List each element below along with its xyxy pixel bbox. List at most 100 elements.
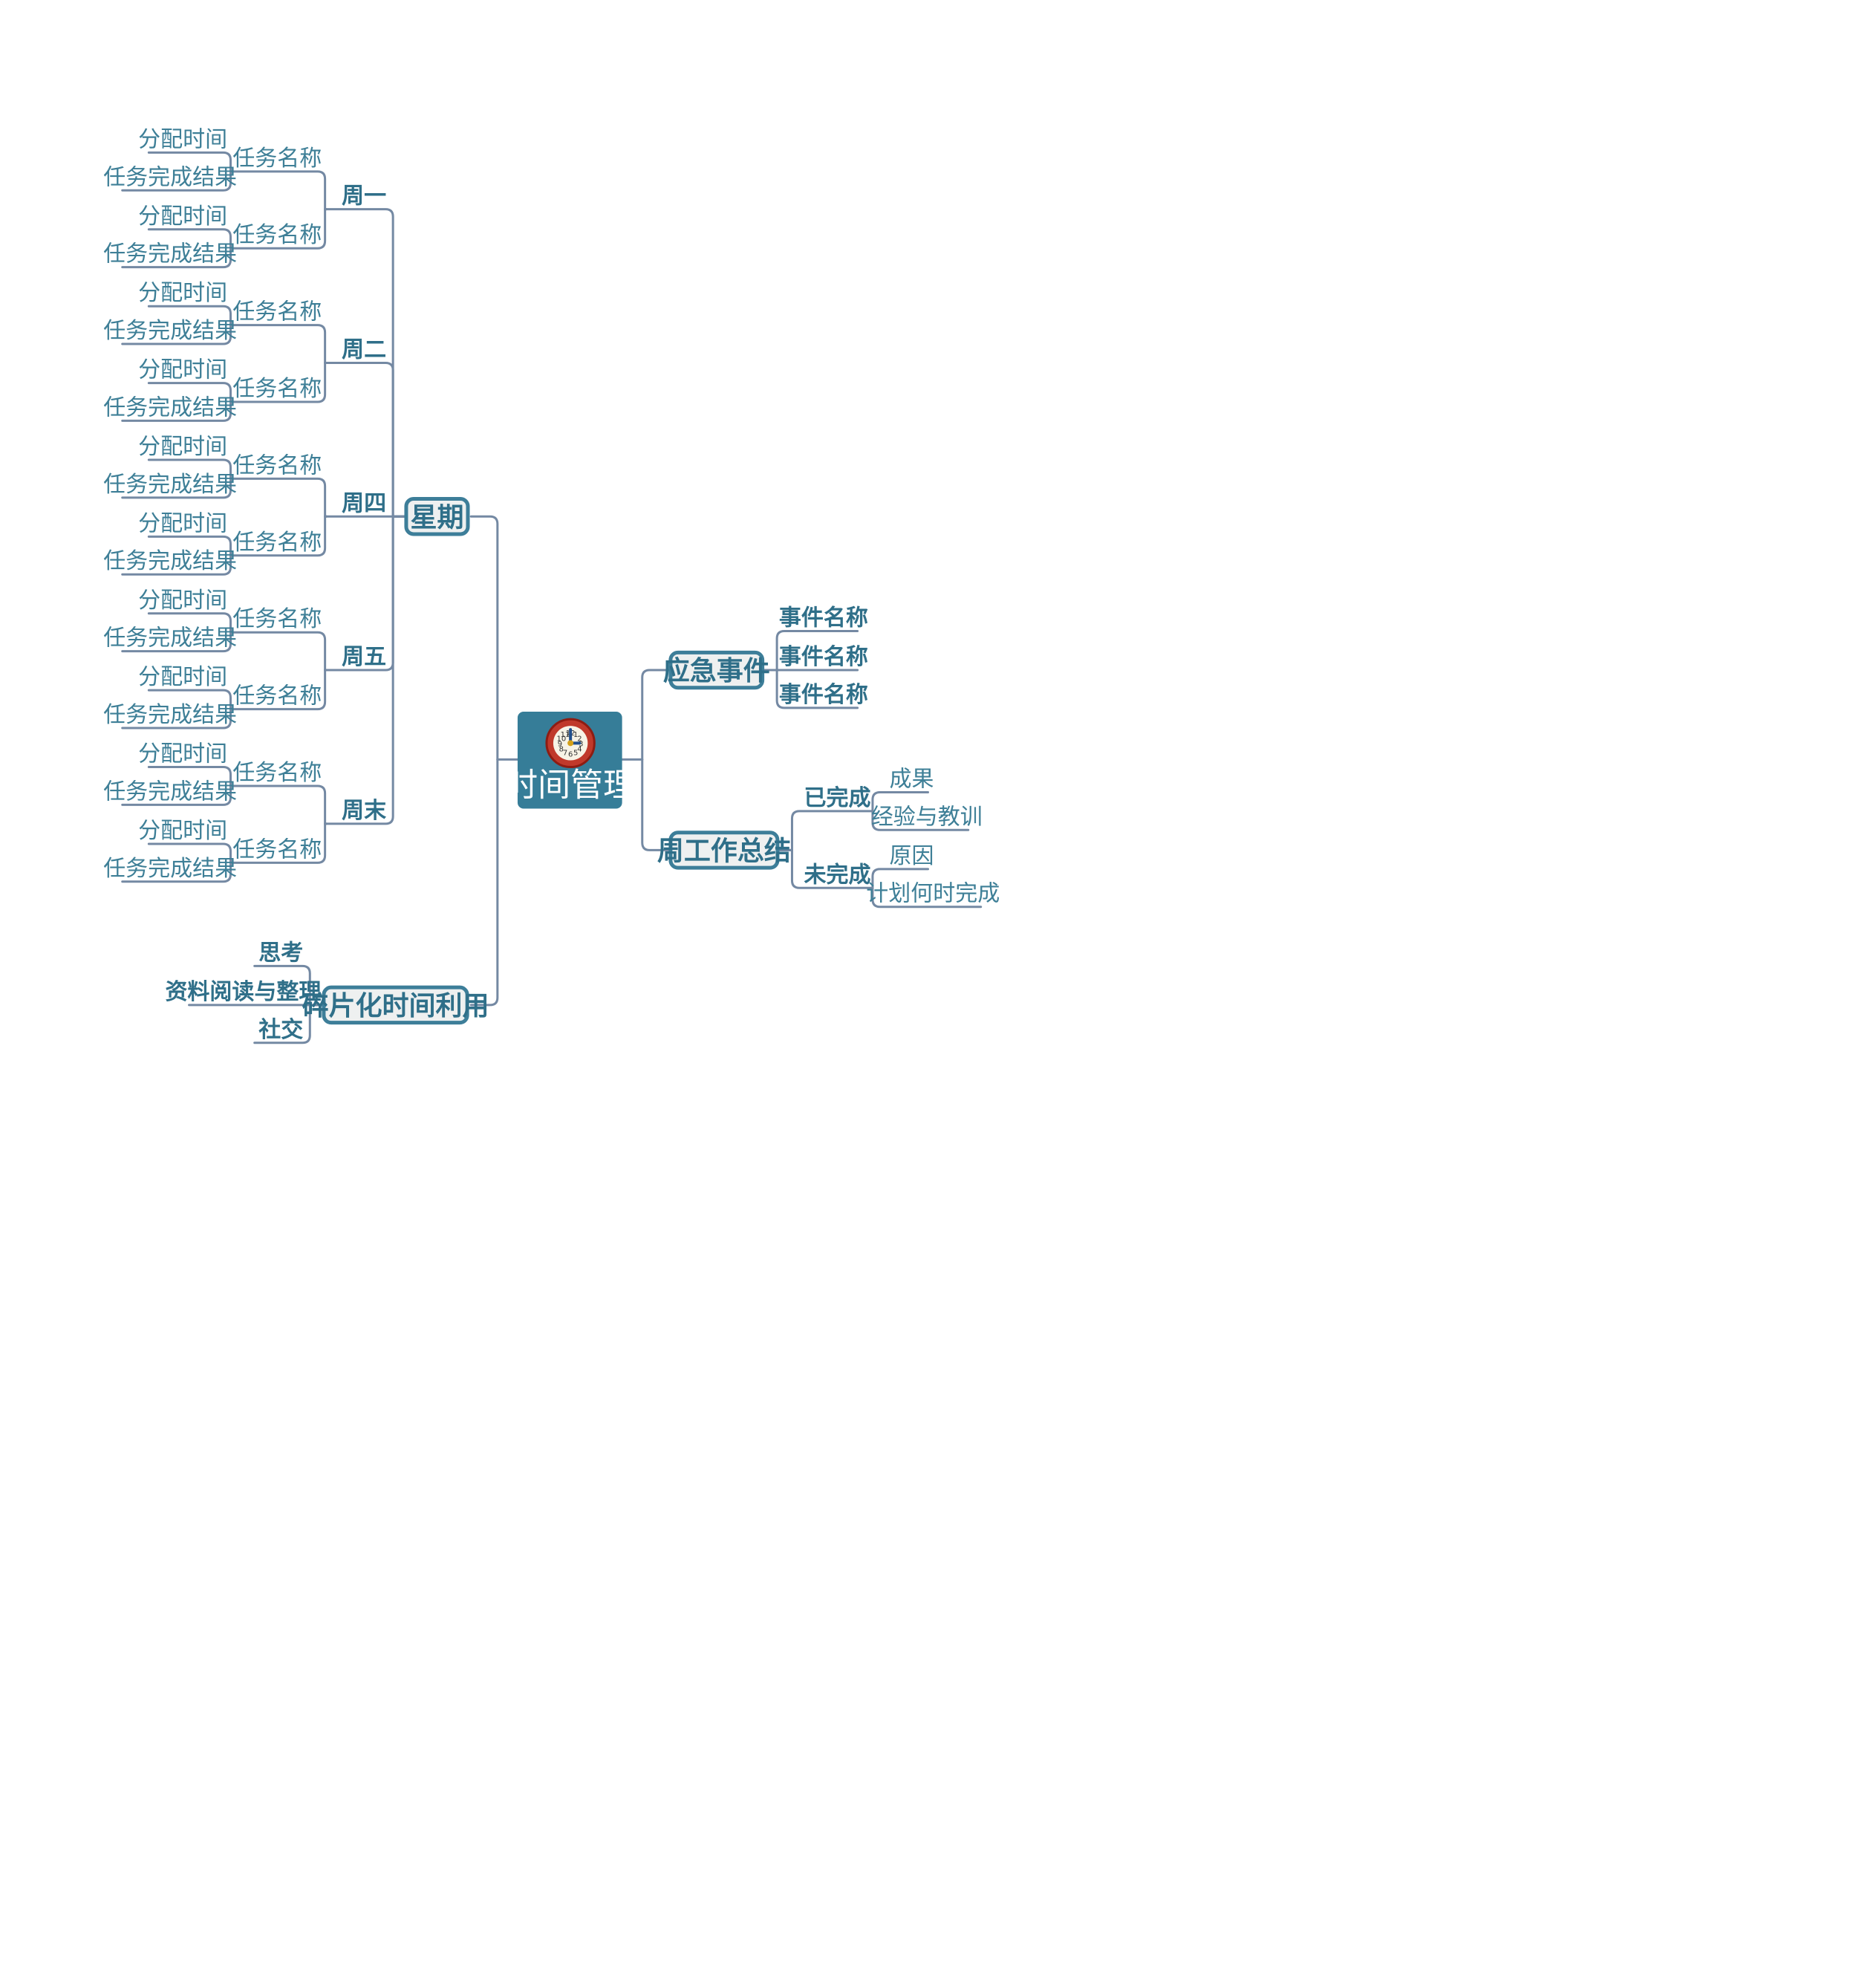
connector-time bbox=[147, 305, 232, 327]
summary-node-label: 周工作总结 bbox=[657, 836, 791, 866]
event-name: 事件名称 bbox=[779, 644, 868, 670]
summary-group-label: 未完成 bbox=[804, 862, 870, 888]
week-node-label: 星期 bbox=[410, 502, 463, 533]
connector-result bbox=[121, 247, 232, 269]
task-name: 任务名称 bbox=[232, 452, 322, 478]
event-name: 事件名称 bbox=[779, 605, 868, 631]
task-name: 任务名称 bbox=[232, 146, 322, 172]
connector-task bbox=[229, 170, 328, 211]
connector-task bbox=[229, 515, 328, 557]
connector-day bbox=[325, 361, 407, 518]
allocated-time: 分配时间 bbox=[138, 204, 227, 230]
summary-node[interactable]: 周工作总结 bbox=[657, 831, 791, 870]
connector-time bbox=[147, 766, 232, 787]
central-topic[interactable]: 121234567891011 时间管理 bbox=[505, 711, 636, 809]
connector-emergency bbox=[641, 669, 671, 761]
summary-item: 原因 bbox=[889, 843, 934, 869]
connector-time bbox=[147, 382, 232, 403]
connector-time bbox=[147, 151, 232, 173]
fragment-node-label: 碎片化时间利用 bbox=[302, 991, 489, 1021]
connector-summary-item bbox=[871, 810, 970, 831]
connector-summary-item bbox=[871, 886, 983, 909]
allocated-time: 分配时间 bbox=[138, 126, 227, 152]
connector-summary-group bbox=[777, 848, 874, 889]
allocated-time: 分配时间 bbox=[138, 510, 227, 536]
connector-result bbox=[121, 324, 232, 345]
connector-time bbox=[147, 535, 232, 557]
connector-time bbox=[147, 228, 232, 250]
fragment-item: 资料阅读与整理 bbox=[165, 979, 321, 1005]
connector-time bbox=[147, 458, 232, 480]
svg-text:10: 10 bbox=[556, 735, 566, 743]
day-label: 周二 bbox=[342, 337, 386, 363]
emergency-node-label: 应急事件 bbox=[663, 656, 770, 686]
svg-text:5: 5 bbox=[573, 750, 578, 758]
connector-fragment-item bbox=[253, 964, 324, 1007]
emergency-node[interactable]: 应急事件 bbox=[663, 650, 770, 690]
connector-summary-item bbox=[871, 790, 930, 813]
connector-summary-group bbox=[777, 810, 874, 851]
svg-text:1: 1 bbox=[573, 731, 578, 739]
svg-text:4: 4 bbox=[577, 745, 582, 753]
task-result: 任务完成结果 bbox=[103, 241, 237, 267]
fragment-node[interactable]: 碎片化时间利用 bbox=[302, 985, 489, 1025]
task-name: 任务名称 bbox=[232, 760, 322, 786]
task-name: 任务名称 bbox=[232, 683, 322, 709]
central-topic-title: 时间管理 bbox=[505, 767, 636, 805]
connector-result bbox=[121, 554, 232, 576]
day-label: 周一 bbox=[342, 183, 386, 209]
connector-task bbox=[229, 361, 328, 403]
connector-fragment bbox=[469, 758, 499, 1007]
task-result: 任务完成结果 bbox=[103, 548, 237, 574]
task-name: 任务名称 bbox=[232, 530, 322, 556]
task-result: 任务完成结果 bbox=[103, 318, 237, 344]
allocated-time: 分配时间 bbox=[138, 280, 227, 306]
connector-result bbox=[121, 861, 232, 883]
connector-lines bbox=[121, 151, 983, 1044]
svg-text:2: 2 bbox=[577, 735, 582, 743]
task-result: 任务完成结果 bbox=[103, 164, 237, 190]
connector-event bbox=[761, 630, 859, 672]
summary-item: 成果 bbox=[889, 766, 934, 792]
connector-task bbox=[229, 669, 328, 711]
task-result: 任务完成结果 bbox=[103, 394, 237, 420]
connector-task bbox=[229, 822, 328, 864]
connector-result bbox=[121, 170, 232, 192]
summary-item: 计划何时完成 bbox=[866, 881, 1000, 907]
emergency-node-frame bbox=[668, 650, 765, 690]
week-node[interactable]: 星期 bbox=[404, 497, 470, 536]
task-name: 任务名称 bbox=[232, 606, 322, 632]
svg-text:9: 9 bbox=[558, 740, 562, 748]
task-result: 任务完成结果 bbox=[103, 779, 237, 805]
connector-task bbox=[229, 477, 328, 518]
allocated-time: 分配时间 bbox=[138, 588, 227, 614]
fragment-node-frame bbox=[322, 985, 469, 1025]
task-result: 任务完成结果 bbox=[103, 856, 237, 882]
allocated-time: 分配时间 bbox=[138, 664, 227, 690]
connector-task bbox=[229, 208, 328, 250]
fragment-item: 社交 bbox=[258, 1017, 303, 1043]
task-name: 任务名称 bbox=[232, 222, 322, 248]
allocated-time: 分配时间 bbox=[138, 434, 227, 460]
connector-task bbox=[229, 324, 328, 364]
svg-text:8: 8 bbox=[559, 745, 564, 753]
svg-text:7: 7 bbox=[563, 750, 567, 758]
connector-day bbox=[325, 515, 407, 825]
task-name: 任务名称 bbox=[232, 376, 322, 402]
task-result: 任务完成结果 bbox=[103, 702, 237, 728]
connector-task bbox=[229, 631, 328, 672]
connector-time bbox=[147, 612, 232, 634]
svg-text:6: 6 bbox=[568, 751, 573, 759]
connector-summary-item bbox=[871, 868, 930, 889]
connector-result bbox=[121, 631, 232, 653]
svg-text:11: 11 bbox=[561, 731, 570, 739]
connector-result bbox=[121, 477, 232, 499]
day-label: 周五 bbox=[342, 644, 386, 670]
svg-text:3: 3 bbox=[579, 740, 583, 748]
task-result: 任务完成结果 bbox=[103, 625, 237, 651]
connector-fragment-item bbox=[253, 1004, 324, 1044]
connector-result bbox=[121, 784, 232, 806]
task-result: 任务完成结果 bbox=[103, 472, 237, 498]
connector-task bbox=[229, 784, 328, 825]
